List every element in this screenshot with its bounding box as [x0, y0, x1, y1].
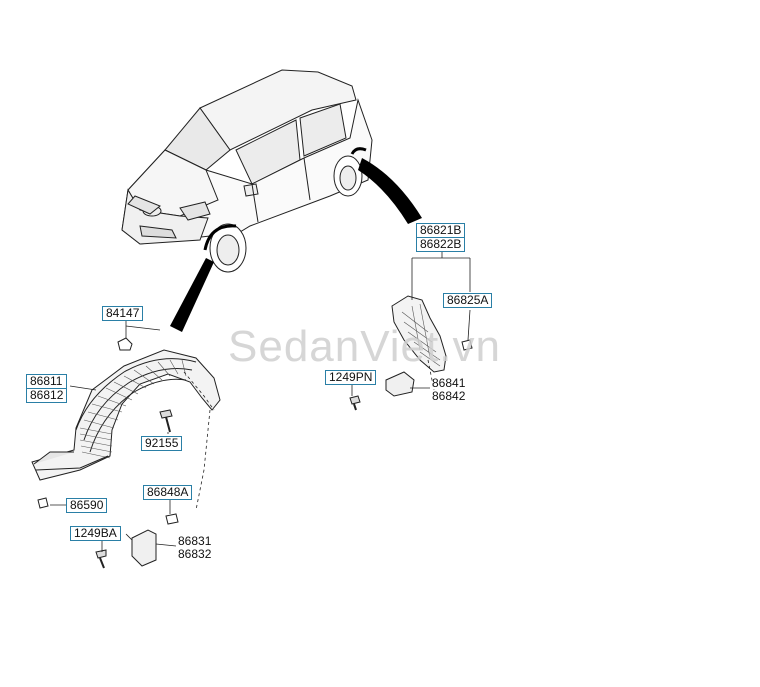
watermark: SedanViet.vn — [228, 322, 501, 371]
nut-86590 — [37, 497, 49, 509]
clip-86825A — [461, 339, 473, 351]
bolt-92155 — [159, 409, 173, 433]
rear-pointer-arrow — [358, 158, 422, 224]
label-92155[interactable]: 92155 — [141, 436, 183, 451]
label-86832[interactable]: 86832 — [178, 547, 212, 561]
label-86831-86832[interactable]: 86831 86832 — [178, 535, 211, 561]
screw-1249BA — [95, 549, 107, 569]
clip-84147 — [117, 337, 133, 351]
rear-wheel-guard — [391, 295, 447, 373]
screw-1249PN — [349, 395, 361, 411]
label-86841-86842[interactable]: 86841 86842 — [432, 377, 465, 403]
label-84147[interactable]: 84147 — [102, 306, 144, 321]
label-86842[interactable]: 86842 — [432, 389, 466, 403]
bracket-86841 — [385, 371, 415, 397]
label-86590[interactable]: 86590 — [66, 498, 108, 513]
label-86811[interactable]: 86811 — [30, 374, 63, 388]
label-86821B[interactable]: 86821B — [420, 223, 462, 237]
clip-86848A — [165, 513, 179, 525]
leader-lines-left — [50, 318, 215, 552]
label-1249BA[interactable]: 1249BA — [70, 526, 121, 541]
leader-lines-right — [351, 250, 471, 396]
label-86821B-86822B[interactable]: 86821B 86822B — [416, 223, 466, 252]
label-86811-86812[interactable]: 86811 86812 — [26, 374, 68, 403]
label-86822B[interactable]: 86822B — [417, 237, 465, 251]
mud-guard-86831 — [131, 529, 157, 567]
label-86812[interactable]: 86812 — [27, 388, 67, 402]
label-1249PN[interactable]: 1249PN — [325, 370, 377, 385]
car-illustration — [121, 69, 373, 273]
front-pointer-arrow — [170, 258, 214, 332]
label-86841[interactable]: 86841 — [432, 376, 466, 390]
front-wheel-guard — [31, 349, 221, 481]
label-86831[interactable]: 86831 — [178, 534, 212, 548]
label-86848A[interactable]: 86848A — [143, 485, 193, 500]
label-86825A[interactable]: 86825A — [443, 293, 493, 308]
